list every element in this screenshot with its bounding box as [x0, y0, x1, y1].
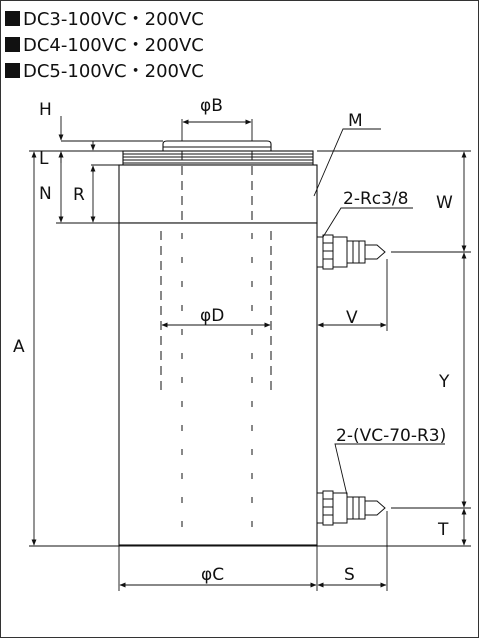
callout-coupler: 2-(VC-70-R3)	[336, 426, 446, 446]
dim-label-phi-b: φB	[200, 96, 223, 116]
bullet-square-icon	[5, 36, 20, 52]
hidden-lines	[181, 233, 253, 541]
bullet-square-icon	[5, 62, 20, 78]
dim-label-v: V	[346, 308, 358, 328]
dim-label-h: H	[39, 100, 52, 120]
dim-label-n: N	[39, 184, 52, 204]
dim-label-s: S	[344, 565, 355, 585]
dim-label-a: A	[13, 337, 25, 357]
model-row: DC5-100VC・200VC	[5, 57, 204, 83]
dim-label-phi-c: φC	[201, 565, 224, 585]
model-name: DC4-100VC・200VC	[23, 35, 204, 56]
dim-label-r: R	[73, 185, 85, 205]
model-row: DC3-100VC・200VC	[5, 5, 204, 31]
lower-coupler-fitting	[316, 490, 386, 526]
model-name: DC3-100VC・200VC	[23, 9, 204, 30]
model-row: DC4-100VC・200VC	[5, 31, 204, 57]
dimension-lines	[29, 116, 471, 591]
dim-label-phi-d: φD	[200, 306, 224, 326]
bullet-square-icon	[5, 10, 20, 26]
cylinder-body	[118, 140, 318, 547]
dim-label-l: L	[39, 149, 49, 169]
callout-m: M	[348, 111, 363, 131]
upper-coupler-fitting	[316, 234, 386, 270]
callout-port: 2-Rc3/8	[343, 189, 408, 209]
hidden-lines	[160, 151, 272, 396]
dim-label-y: Y	[438, 372, 450, 392]
model-name: DC5-100VC・200VC	[23, 61, 204, 82]
dim-label-t: T	[437, 520, 449, 540]
dim-label-w: W	[436, 193, 453, 213]
model-list: DC3-100VC・200VC DC4-100VC・200VC DC5-100V…	[5, 5, 204, 83]
